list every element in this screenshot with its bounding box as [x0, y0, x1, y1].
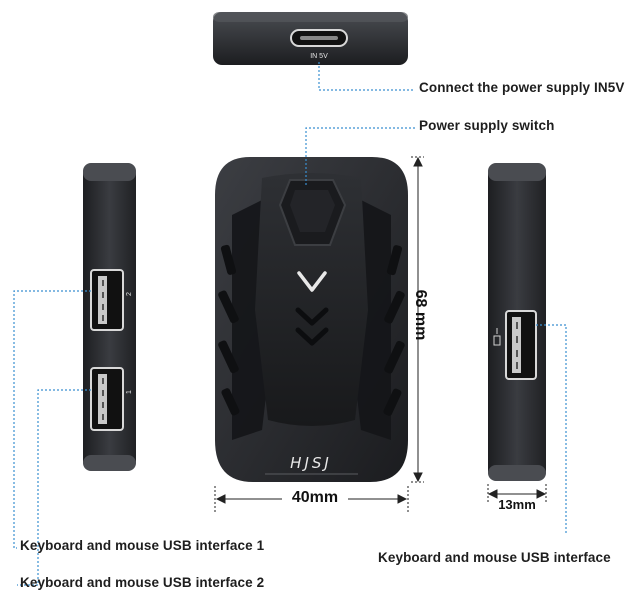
callout-usb-2-label: Keyboard and mouse USB interface 2	[20, 575, 265, 590]
callout-lines	[13, 62, 567, 586]
callout-line-usb-right	[536, 324, 567, 535]
keyboard-mouse-glyph-icon	[493, 328, 501, 346]
main-device-front: HJSJ	[215, 157, 408, 482]
chevron-down-icon	[295, 271, 329, 346]
dimension-height-label: 68 mm	[412, 289, 429, 341]
callout-line-usb-2	[13, 290, 91, 549]
callout-power-in-label: Connect the power supply IN5V	[419, 80, 625, 95]
usb-port-1-icon	[90, 367, 124, 431]
brand-logo: HJSJ	[290, 454, 332, 472]
callout-power-switch-label: Power supply switch	[419, 118, 555, 133]
callout-line-power-in	[318, 62, 415, 91]
top-view-device: IN 5V	[213, 12, 408, 65]
usb-2-marking: 2	[126, 292, 133, 296]
callout-line-usb-1	[17, 389, 91, 586]
type-c-marking: IN 5V	[310, 53, 328, 60]
left-side-view-device: 2 1	[83, 163, 136, 471]
right-side-view-device	[488, 163, 546, 481]
callout-line-power-switch	[305, 127, 415, 185]
usb-1-marking: 1	[126, 390, 133, 394]
vent-slots-right	[383, 245, 405, 416]
dimension-thickness-label: 13mm	[498, 497, 536, 512]
dimension-width-label: 40mm	[291, 489, 339, 506]
vent-slots-left	[218, 244, 240, 416]
callout-usb-1-label: Keyboard and mouse USB interface 1	[20, 538, 265, 553]
usb-port-icon	[505, 310, 537, 380]
callout-usb-label: Keyboard and mouse USB interface	[378, 550, 611, 565]
dimension-lines	[214, 156, 547, 512]
usb-port-2-icon	[90, 269, 124, 331]
